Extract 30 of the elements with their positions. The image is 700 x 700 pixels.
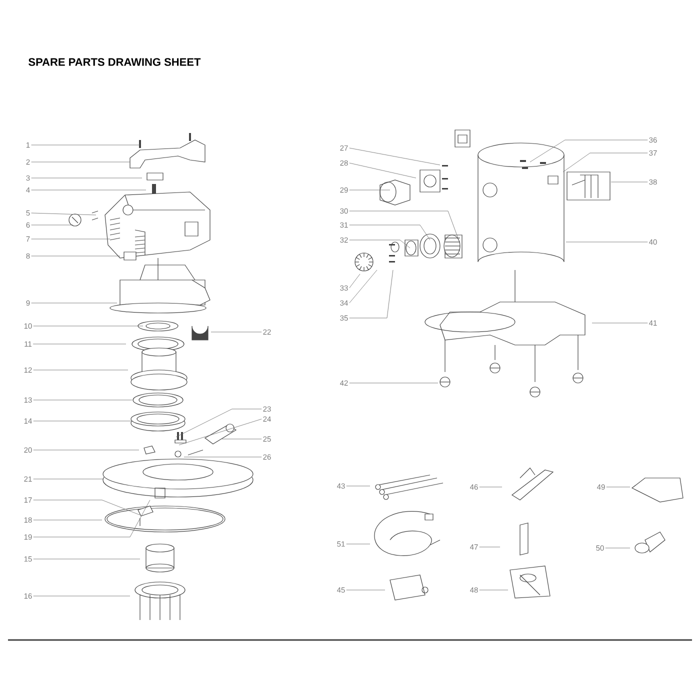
leader-line [178, 418, 262, 446]
leader-line [33, 478, 104, 480]
leader-line [349, 382, 438, 384]
leader-line [33, 558, 140, 560]
leader-line [479, 546, 500, 548]
leader-line [349, 270, 394, 318]
leader-line [31, 224, 74, 226]
leader-line [349, 240, 410, 248]
leader-line [592, 322, 648, 324]
leader-line [349, 162, 416, 178]
leader-line [31, 144, 140, 146]
leader-line [349, 270, 378, 304]
leader-line [33, 420, 132, 422]
leader-line [349, 274, 360, 288]
leader-line [530, 140, 648, 162]
leader-line [562, 152, 648, 172]
leader-line [349, 210, 458, 238]
title: SPARE PARTS DRAWING SHEET [28, 58, 201, 66]
leader-line [479, 486, 502, 488]
leader-line [33, 500, 140, 516]
leader-line [176, 408, 262, 438]
leader-line [606, 486, 630, 488]
leader-line [33, 500, 150, 538]
leader-line [184, 456, 262, 458]
leader-line [31, 212, 96, 216]
leader-line [349, 148, 440, 166]
leader-line [349, 224, 430, 240]
leader-line [222, 438, 262, 440]
leader-line [31, 302, 118, 304]
leader-line [31, 238, 110, 240]
